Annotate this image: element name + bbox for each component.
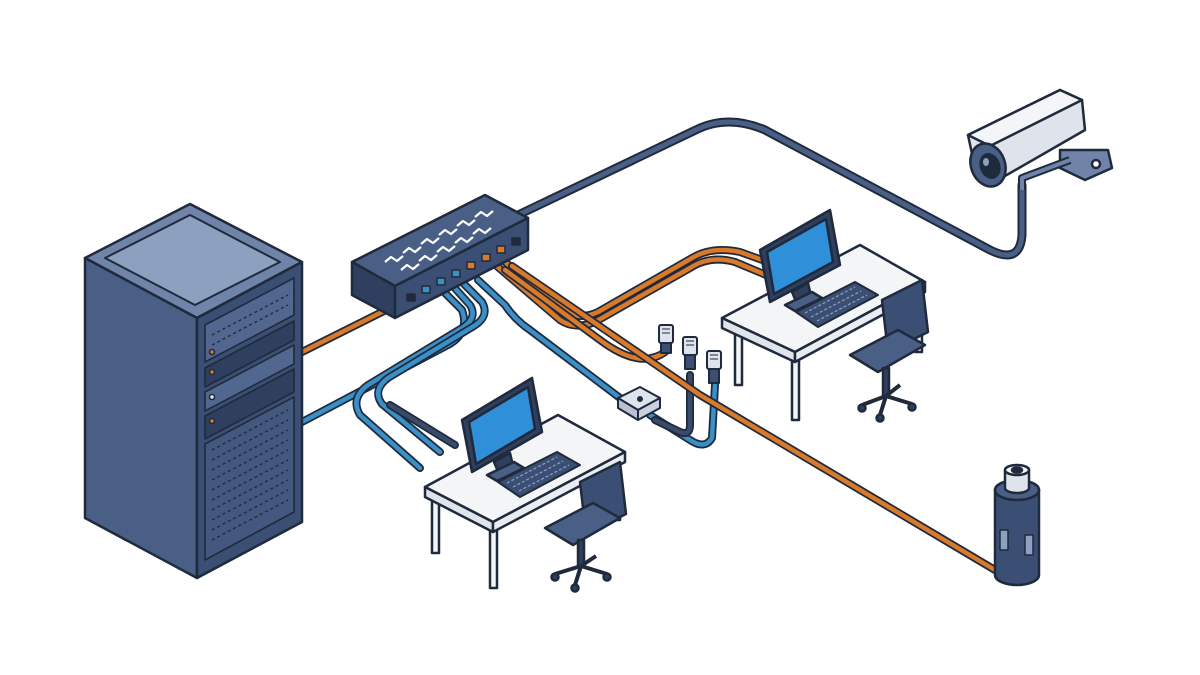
cable-switch-to-camera xyxy=(513,117,1027,260)
monitor-icon[interactable] xyxy=(758,208,842,313)
rj45-connector-icon[interactable] xyxy=(706,350,722,384)
switch-ports xyxy=(406,237,521,302)
office-chair-icon[interactable] xyxy=(543,460,628,593)
rack-front-panel xyxy=(204,277,295,561)
cable-switch-to-cylinder xyxy=(508,262,999,574)
keyboard-icon[interactable] xyxy=(497,451,581,498)
cable-rack-to-switch-orange xyxy=(298,304,394,356)
rj45-connector-icon[interactable] xyxy=(658,324,674,354)
cable-switch-to-desk-left xyxy=(352,278,489,472)
cylindrical-device-icon[interactable] xyxy=(993,463,1041,587)
rj45-connector-icon[interactable] xyxy=(682,336,698,370)
cable-switch-to-coupler xyxy=(474,276,719,449)
cable-switch-to-desk-right xyxy=(488,246,794,330)
network-switch-icon[interactable] xyxy=(350,193,530,320)
office-chair-icon[interactable] xyxy=(848,278,930,423)
keyboard-icon[interactable] xyxy=(795,281,879,328)
server-rack-icon[interactable] xyxy=(83,202,304,580)
switch-top-pattern xyxy=(384,210,494,271)
inline-coupler-icon[interactable] xyxy=(617,386,661,421)
security-camera-icon[interactable] xyxy=(965,88,1114,191)
